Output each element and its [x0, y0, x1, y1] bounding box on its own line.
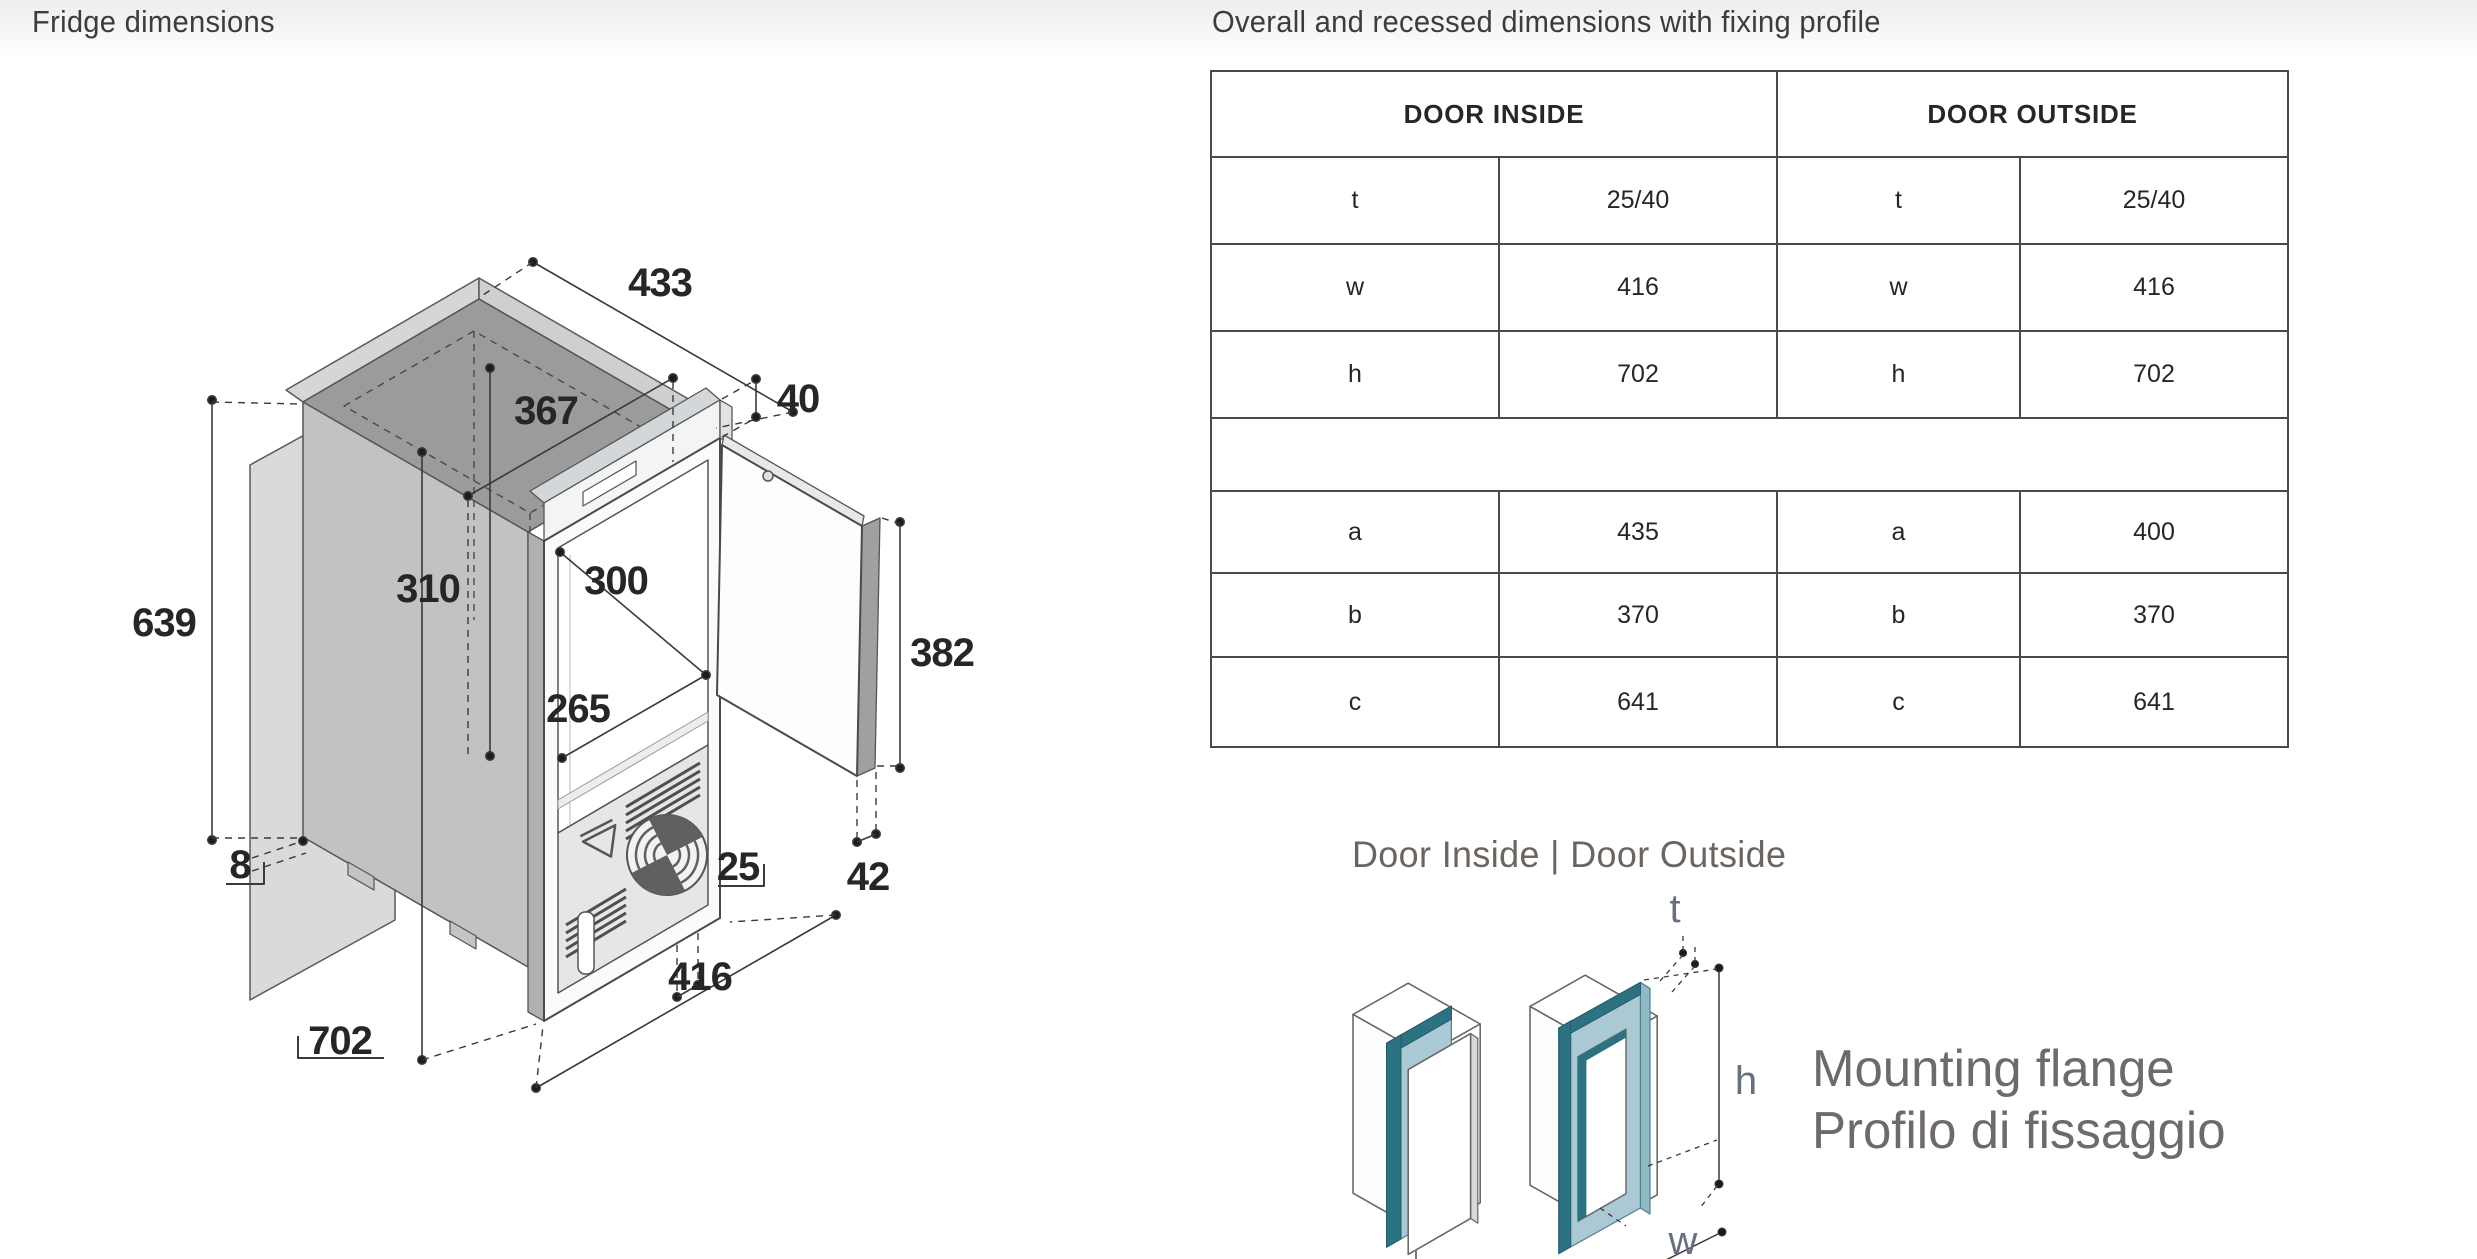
cell-value: 641 [2018, 656, 2290, 748]
cell-label: a [1210, 490, 1500, 574]
louvers-lower [565, 887, 627, 959]
label-w: w [1668, 1219, 1698, 1259]
cell-label: w [1210, 243, 1500, 332]
door-outside-unit [1529, 974, 1658, 1255]
label-t: t [1669, 887, 1680, 931]
table-row: c 641 c 641 [1210, 656, 2290, 748]
door-front-face [716, 444, 863, 777]
cell-value: 416 [1498, 243, 1778, 332]
left-section-title: Fridge dimensions [32, 4, 275, 39]
cell-label: t [1776, 156, 2021, 245]
cell-value: 25/40 [1498, 156, 1778, 245]
table-row: h 702 h 702 [1210, 330, 2290, 419]
cell-empty [1209, 417, 2290, 492]
table-header-door-outside: DOOR OUTSIDE [1775, 70, 2290, 158]
dim-niche-height: 639 [132, 601, 196, 645]
fan-icon [626, 814, 708, 896]
cell-label: w [1776, 243, 2021, 332]
cell-value: 25/40 [2018, 156, 2290, 245]
cell-value: 370 [1498, 572, 1778, 658]
cell-label: h [1776, 330, 2021, 419]
dim-interior-width: 300 [584, 559, 648, 603]
mounting-flange-diagram: t h w [1352, 887, 1757, 1259]
dim-side-gap: 8 [229, 843, 251, 887]
brand-logo-icon [579, 818, 617, 858]
fridge-isometric-diagram: 433 40 367 310 639 300 265 382 8 702 416… [132, 256, 975, 1093]
door-inside-unit [1352, 982, 1481, 1256]
control-slot [582, 460, 637, 507]
table-row: b 370 b 370 [1210, 572, 2290, 658]
dim-recess-inner-height: 310 [396, 567, 460, 611]
mounting-dims [1415, 934, 1727, 1259]
cell-value: 702 [1498, 330, 1778, 419]
shelf [557, 711, 709, 810]
cell-label: b [1776, 572, 2021, 658]
cell-label: c [1210, 656, 1500, 748]
dimension-lines [207, 256, 905, 1093]
fridge-unit [527, 387, 733, 1022]
label-h: h [1735, 1059, 1757, 1103]
mounting-flange-it: Profilo di fissaggio [1812, 1102, 2226, 1160]
table-row: w 416 w 416 [1210, 243, 2290, 332]
dim-door-thickness: 42 [847, 855, 890, 899]
dim-frame-width: 416 [668, 955, 732, 999]
table-row-spacer [1209, 417, 2290, 492]
dimensions-table: DOOR INSIDE DOOR OUTSIDE t 25/40 t 25/40… [1209, 70, 2290, 748]
hinge-pin [762, 470, 774, 482]
right-section-title: Overall and recessed dimensions with fix… [1212, 4, 1881, 39]
cell-value: 702 [2018, 330, 2290, 419]
cell-label: h [1210, 330, 1500, 419]
open-door [716, 434, 881, 777]
cell-value: 416 [2018, 243, 2290, 332]
cell-label: t [1210, 156, 1500, 245]
table-header-door-inside: DOOR INSIDE [1210, 70, 1778, 158]
handle-slot [577, 911, 595, 975]
cell-label: b [1210, 572, 1500, 658]
cell-label: c [1776, 656, 2021, 748]
cell-value: 641 [1498, 656, 1778, 748]
cell-label: a [1776, 490, 2021, 574]
mounting-flange-text: Mounting flange Profilo di fissaggio [1812, 1038, 2226, 1162]
table-row: a 435 a 400 [1210, 490, 2290, 574]
dim-door-panel-height: 382 [910, 631, 974, 675]
cell-value: 400 [2018, 490, 2290, 574]
mounting-flange-en: Mounting flange [1812, 1040, 2175, 1098]
dim-bottom-offset: 25 [717, 845, 760, 889]
cell-value: 370 [2018, 572, 2290, 658]
dim-overall-height: 702 [308, 1019, 372, 1063]
dim-recess-depth: 367 [514, 389, 578, 433]
dim-top-width: 433 [628, 261, 692, 305]
cell-value: 435 [1498, 490, 1778, 574]
door-inside-outside-caption: Door Inside | Door Outside [1352, 834, 1787, 875]
dim-interior-depth: 265 [546, 687, 610, 731]
table-row: t 25/40 t 25/40 [1210, 156, 2290, 245]
dim-flange-height: 40 [777, 377, 820, 421]
